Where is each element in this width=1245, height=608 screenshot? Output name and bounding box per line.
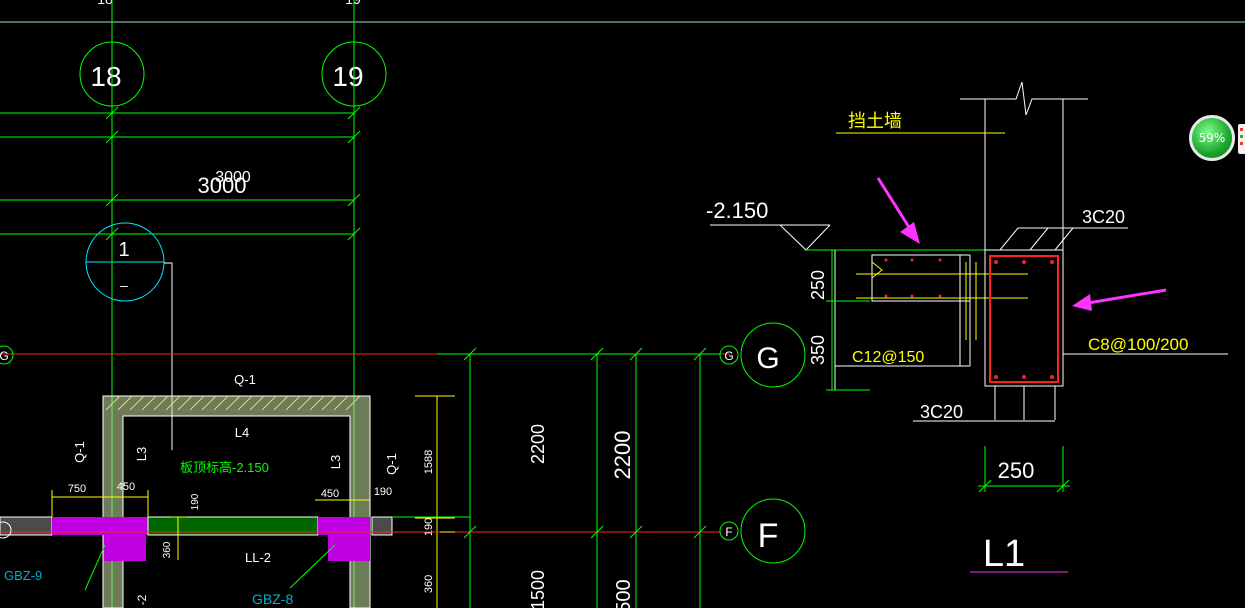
label-l4: L4 <box>235 425 249 440</box>
retaining-wall-plan[interactable] <box>102 395 371 608</box>
beam-small-dimensions <box>51 490 370 560</box>
vertical-dimension-lines <box>415 347 720 608</box>
axis-marker-left-bottom <box>0 521 12 539</box>
label-bottom-partial: -2 <box>135 594 149 605</box>
dim-3000-b: 3000 <box>215 169 251 186</box>
dim-250-vertical: 250 <box>808 270 828 300</box>
dim-1500: 1500 <box>528 570 548 608</box>
dim-190-side: 190 <box>423 518 435 536</box>
label-l3-left: L3 <box>134 447 149 461</box>
plan-dimension-lines <box>0 106 361 241</box>
label-top-bars: 3C20 <box>1082 207 1125 227</box>
axis-bubble-F-small[interactable]: F <box>719 521 739 541</box>
axis-18-label: 18 <box>90 61 121 92</box>
dim-1500-b: 500 <box>613 579 635 608</box>
section-marker-1[interactable]: 1 – <box>85 222 165 302</box>
section-marker-number: 1 <box>118 239 129 261</box>
label-slab-bars: C12@150 <box>852 349 924 366</box>
axis-bubble-F-big[interactable]: F <box>740 498 806 564</box>
performance-percent: 59% <box>1198 131 1226 145</box>
label-l3-right: L3 <box>328 455 343 469</box>
label-gbz8: GBZ-8 <box>252 591 293 607</box>
dim-190-mid: 190 <box>190 493 201 510</box>
axis-bubble-G-small[interactable]: G <box>719 345 739 365</box>
dim-250-horizontal: 250 <box>998 458 1035 483</box>
label-slab-elevation: 板顶标高-2.150 <box>180 460 269 475</box>
label-q1-top: Q-1 <box>234 372 256 387</box>
dim-190-right: 190 <box>374 486 392 498</box>
dim-350-vertical: 350 <box>808 335 828 365</box>
axis-bubble-G-left[interactable]: G <box>0 345 14 365</box>
axis-G-left-label: G <box>0 349 9 363</box>
dim-2200-a: 2200 <box>528 424 548 464</box>
beam-strip[interactable] <box>0 516 393 561</box>
axis-F-big-label: F <box>758 517 779 555</box>
label-gbz9: GBZ-9 <box>4 568 42 583</box>
column-gbz8[interactable] <box>318 517 370 535</box>
label-ll2: LL-2 <box>245 550 271 565</box>
annotation-arrow-1 <box>876 177 920 244</box>
annotation-arrow-2 <box>1072 288 1167 311</box>
axis-bubble-G-big[interactable]: G <box>740 322 806 388</box>
section-title-l1: L1 <box>983 533 1025 575</box>
label-elevation: -2.150 <box>706 198 768 223</box>
dim-2200-b: 2200 <box>610 431 635 480</box>
axis-G-small-label: G <box>724 349 733 363</box>
axis-18-cut-label: 18 <box>97 0 113 7</box>
label-q1-right: Q-1 <box>384 453 399 475</box>
dim-450-right: 450 <box>321 488 339 500</box>
performance-badge-tab[interactable] <box>1238 124 1245 154</box>
label-bottom-bars: 3C20 <box>920 402 963 422</box>
dim-360-side: 360 <box>423 575 435 593</box>
section-marker-sheet: – <box>120 277 128 293</box>
axis-F-small-label: F <box>725 525 732 539</box>
axis-19-label: 19 <box>332 61 363 92</box>
axis-19-cut-label: 19 <box>345 0 361 7</box>
section-leader-line <box>164 262 173 450</box>
axis-G-big-label: G <box>756 342 779 375</box>
label-stirrups: C8@100/200 <box>1088 335 1188 354</box>
dim-750: 750 <box>68 483 86 495</box>
gbz9-leader <box>84 544 106 591</box>
dim-360-mid: 360 <box>162 541 173 558</box>
label-q1-left: Q-1 <box>72 441 87 463</box>
column-gbz9[interactable] <box>52 517 148 535</box>
performance-badge[interactable]: 59% <box>1189 115 1235 161</box>
dim-3000-a: 3000 <box>198 173 247 198</box>
gbz8-leader <box>289 544 336 589</box>
dim-1588: 1588 <box>423 450 435 474</box>
dim-450-left: 450 <box>117 481 135 493</box>
section-l1-drawing[interactable] <box>710 81 1228 573</box>
label-retaining-wall: 挡土墙 <box>848 111 902 131</box>
